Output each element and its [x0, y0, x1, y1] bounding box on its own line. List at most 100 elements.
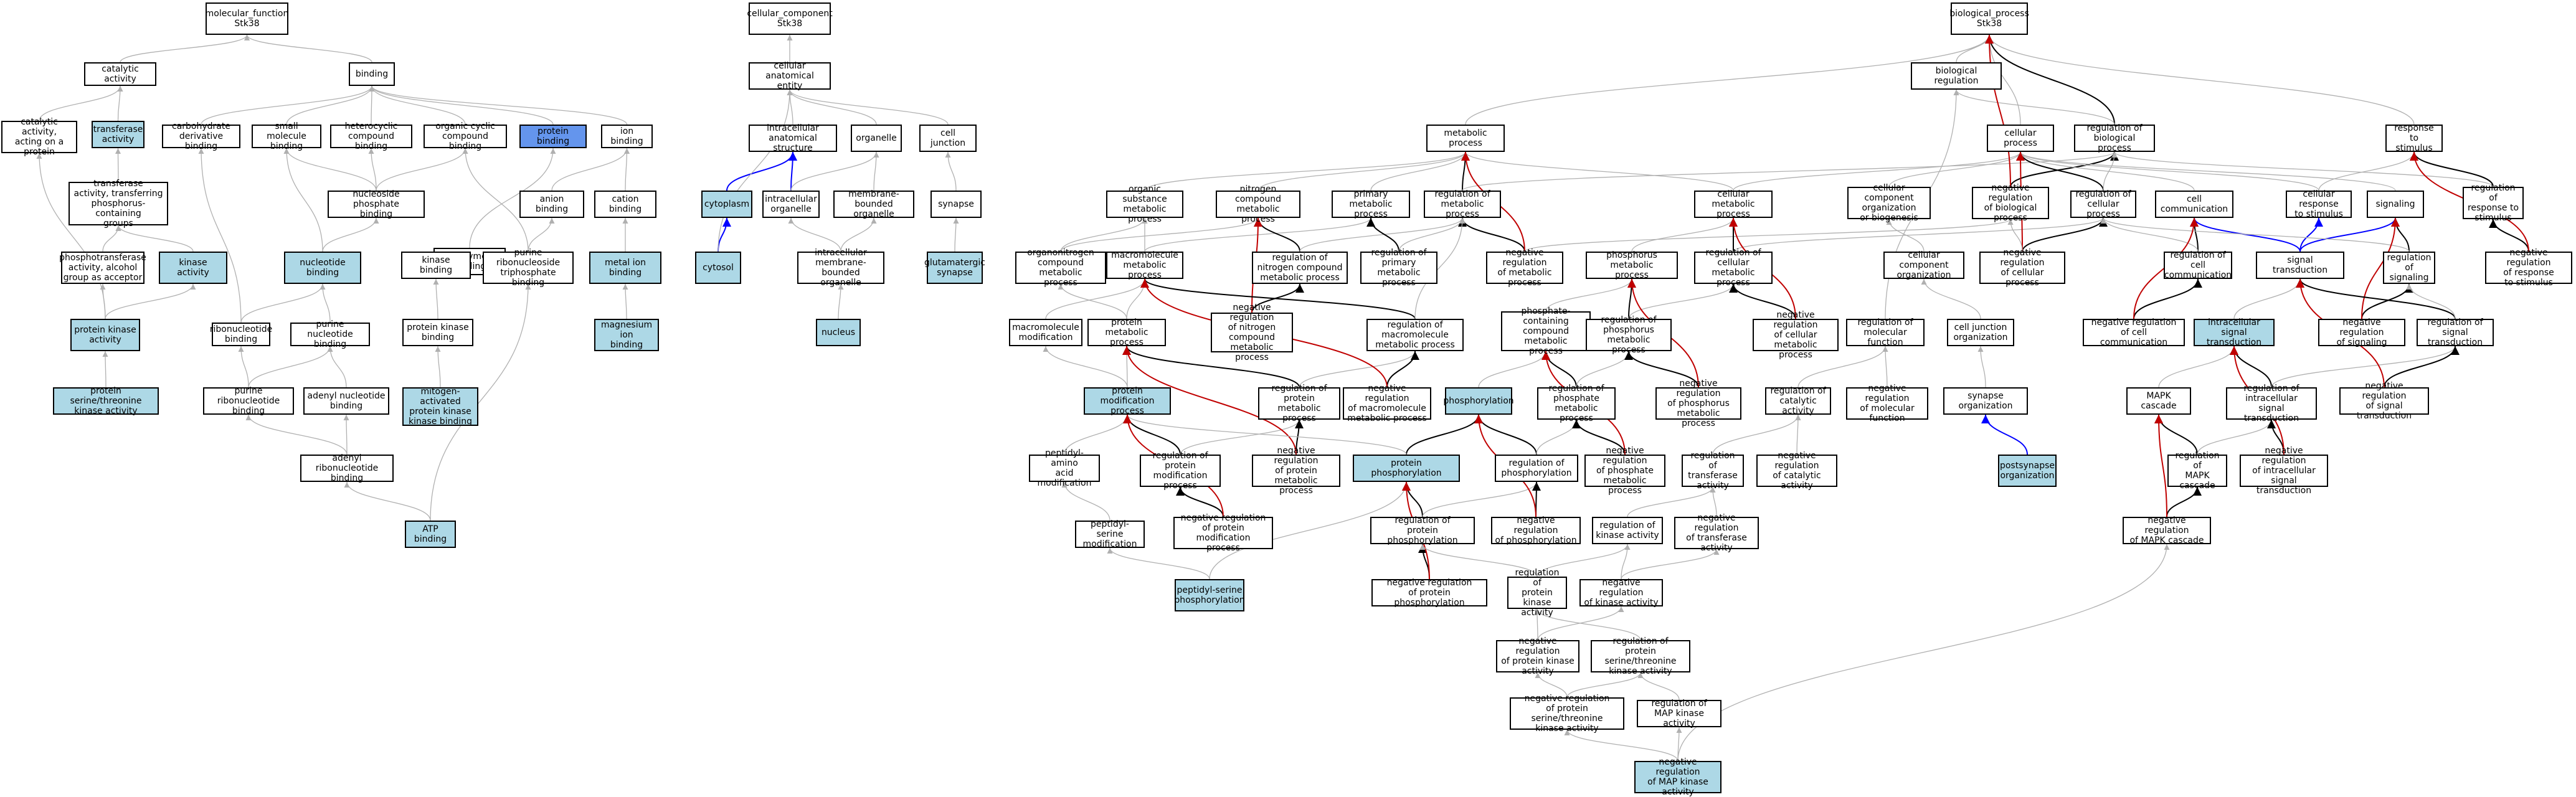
go-term-neg-reg-nitrogen[interactable]: negative regulation of nitrogen compound…: [1211, 303, 1293, 362]
go-term-carb-deriv[interactable]: carbohydrate derivative binding: [162, 121, 240, 151]
go-term-neg-reg-prot-phos[interactable]: negative regulation of protein phosphory…: [1371, 578, 1487, 608]
go-term-reg-pk[interactable]: regulation of protein kinase activity: [1507, 568, 1567, 618]
go-term-resp-stim[interactable]: response to stimulus: [2385, 123, 2443, 153]
go-term-peptidyl-serine[interactable]: peptidyl-serine modification: [1075, 519, 1145, 549]
go-term-imbo[interactable]: intracellular membrane-bounded organelle: [797, 248, 884, 288]
go-term-metal-ion[interactable]: metal ion binding: [589, 252, 661, 284]
go-term-glut[interactable]: glutamatergic synapse: [924, 252, 985, 284]
go-term-transf-phos[interactable]: transferase activity, transferring phosp…: [69, 179, 168, 229]
go-term-anion[interactable]: anion binding: [519, 191, 584, 218]
go-term-orgN[interactable]: organonitrogen compound metabolic proces…: [1015, 248, 1106, 288]
go-term-neg-reg-sig-trans[interactable]: negative regulation of signal transducti…: [2339, 381, 2429, 421]
go-term-reg-mapk[interactable]: regulation of MAPK cascade: [2167, 451, 2227, 491]
go-term-cell-junction-org[interactable]: cell junction organization: [1947, 319, 2014, 346]
go-term-neg-reg-phosphate[interactable]: negative regulation of phosphate metabol…: [1584, 446, 1665, 496]
go-term-reg-kinase[interactable]: regulation of kinase activity: [1592, 517, 1663, 544]
go-term-heterocyclic[interactable]: heterocyclic compound binding: [330, 121, 412, 151]
go-term-ser-thr[interactable]: protein serine/threonine kinase activity: [53, 386, 159, 416]
go-term-prot-phos[interactable]: protein phosphorylation: [1353, 455, 1460, 482]
go-term-prot-metab[interactable]: protein metabolic process: [1087, 318, 1166, 347]
go-term-atp[interactable]: ATP binding: [405, 521, 456, 548]
go-term-binding[interactable]: binding: [349, 62, 395, 86]
go-term-cc[interactable]: cellular_component Stk38: [747, 2, 833, 35]
go-term-cell-resp[interactable]: cellular response to stimulus: [2286, 189, 2352, 219]
go-term-ribonucleotide[interactable]: ribonucleotide binding: [210, 323, 272, 346]
go-term-transferase[interactable]: transferase activity: [92, 121, 144, 148]
go-term-macromol[interactable]: macromolecule metabolic process: [1106, 250, 1183, 280]
go-term-neg-reg-mapk[interactable]: negative regulation of MAPK cascade: [2123, 516, 2211, 545]
go-term-reg-cell-proc[interactable]: regulation of cellular process: [2070, 189, 2136, 219]
go-term-neg-reg-mol-func[interactable]: negative regulation of molecular functio…: [1846, 384, 1928, 423]
go-term-intra-org[interactable]: intracellular organelle: [762, 191, 820, 218]
go-term-reg-cell-metab[interactable]: regulation of cellular metabolic process: [1694, 248, 1773, 288]
go-term-reg-map-kinase[interactable]: regulation of MAP kinase activity: [1637, 699, 1721, 729]
go-term-phosphate-metab[interactable]: phosphate-containing compound metabolic …: [1501, 306, 1591, 356]
go-term-mapk-cascade[interactable]: MAPK cascade: [2126, 387, 2191, 415]
go-term-synapse[interactable]: synapse: [930, 191, 982, 218]
go-term-synapse-org[interactable]: synapse organization: [1943, 387, 2028, 415]
go-term-organelle[interactable]: organelle: [851, 125, 902, 152]
go-term-nitrogen[interactable]: nitrogen compound metabolic process: [1216, 184, 1300, 224]
go-term-intracell-sig[interactable]: intracellular signal transduction: [2194, 318, 2275, 347]
go-term-neg-reg-intra-sig[interactable]: negative regulation of intracellular sig…: [2240, 446, 2328, 496]
go-term-reg-phosphorylation[interactable]: regulation of phosphorylation: [1495, 455, 1578, 482]
go-term-macromol-mod[interactable]: macromolecule modification: [1009, 319, 1082, 346]
go-term-sig-trans[interactable]: signal transduction: [2256, 252, 2344, 279]
go-term-neg-reg-map-kinase[interactable]: negative regulation of MAP kinase activi…: [1634, 757, 1721, 797]
go-term-cell-junction[interactable]: cell junction: [919, 125, 977, 152]
go-term-phosphorylation[interactable]: phosphorylation: [1443, 387, 1514, 415]
go-term-neg-reg-catalytic[interactable]: negative regulation of catalytic activit…: [1756, 451, 1837, 491]
go-term-reg-ser-thr[interactable]: regulation of protein serine/threonine k…: [1591, 636, 1690, 676]
go-term-neg-reg-phos[interactable]: negative regulation of phosphorus metabo…: [1655, 379, 1741, 428]
go-term-cell-comm[interactable]: cell communication: [2155, 191, 2233, 218]
go-term-reg-cell-comm[interactable]: regulation of cell communication: [2164, 250, 2232, 280]
go-term-cation[interactable]: cation binding: [594, 191, 656, 218]
go-term-bp[interactable]: biological_process Stk38: [1949, 2, 2029, 35]
go-term-primary[interactable]: primary metabolic process: [1332, 189, 1410, 219]
go-term-cytosol[interactable]: cytosol: [695, 252, 741, 284]
go-term-mapk-binding[interactable]: mitogen-activated protein kinase kinase …: [402, 387, 478, 427]
go-term-reg-prot-metab[interactable]: regulation of protein metabolic process: [1258, 384, 1340, 423]
go-term-cat-protein[interactable]: catalytic activity, acting on a protein: [1, 117, 77, 157]
go-term-cc-organization[interactable]: cellular component organization: [1883, 250, 1964, 280]
go-term-mf[interactable]: molecular_function Stk38: [206, 2, 288, 35]
go-term-neg-reg-phosphorylation[interactable]: negative regulation of phosphorylation: [1491, 516, 1581, 545]
go-term-cae[interactable]: cellular anatomical entity: [749, 61, 831, 91]
go-term-reg-sig-trans[interactable]: regulation of signal transduction: [2417, 318, 2494, 347]
go-term-peptidyl-serine-phos[interactable]: peptidyl-serine phosphorylation: [1174, 579, 1245, 611]
go-term-protein-kinase[interactable]: protein kinase activity: [70, 319, 140, 351]
go-term-neg-reg-cell-comm[interactable]: negative regulation of cell communicatio…: [2083, 318, 2185, 347]
go-term-bio-reg[interactable]: biological regulation: [1911, 62, 2002, 90]
go-term-nucleus[interactable]: nucleus: [816, 319, 861, 346]
go-term-reg-resp[interactable]: regulation of response to stimulus: [2463, 183, 2524, 223]
go-term-adenyl-rnt[interactable]: adenyl ribonucleotide binding: [300, 453, 394, 483]
go-term-neg-reg-kinase[interactable]: negative regulation of kinase activity: [1579, 578, 1663, 608]
go-term-neg-reg-transferase[interactable]: negative regulation of transferase activ…: [1674, 513, 1759, 553]
go-term-neg-reg-prot-mod[interactable]: negative regulation of protein modificat…: [1173, 513, 1273, 553]
go-term-phos-metab[interactable]: phosphorus metabolic process: [1586, 250, 1678, 280]
go-term-prot-mod[interactable]: protein modification process: [1084, 386, 1171, 416]
go-term-reg-prot-phos[interactable]: regulation of protein phosphorylation: [1370, 516, 1475, 545]
go-term-neg-reg-ser-thr[interactable]: negative regulation of protein serine/th…: [1510, 694, 1624, 733]
go-term-postsynapse[interactable]: postsynapse organization: [1998, 455, 2057, 487]
go-term-cell-metab[interactable]: cellular metabolic process: [1694, 189, 1773, 219]
go-term-signaling[interactable]: signaling: [2367, 191, 2424, 218]
go-term-neg-reg-metab[interactable]: negative regulation of metabolic process: [1486, 248, 1563, 288]
go-term-neg-reg-prot-metab[interactable]: negative regulation of protein metabolic…: [1252, 446, 1340, 496]
go-term-org-sub[interactable]: organic substance metabolic process: [1106, 184, 1183, 224]
go-term-neg-reg-cell-metab[interactable]: negative regulation of cellular metaboli…: [1753, 310, 1839, 360]
go-term-reg-macromol[interactable]: regulation of macromolecule metabolic pr…: [1366, 319, 1464, 351]
go-term-cc-org[interactable]: cellular component organization or bioge…: [1847, 183, 1931, 223]
go-term-neg-reg-bio[interactable]: negative regulation of biological proces…: [1972, 183, 2049, 223]
go-term-ion-binding[interactable]: ion binding: [601, 125, 653, 148]
go-term-nucleoside-phos[interactable]: nucleoside phosphate binding: [328, 189, 425, 219]
go-term-reg-transferase[interactable]: regulation of transferase activity: [1682, 451, 1744, 491]
go-term-cellular-proc[interactable]: cellular process: [1987, 125, 2054, 152]
go-term-kinase-binding[interactable]: kinase binding: [401, 252, 471, 279]
go-term-reg-primary[interactable]: regulation of primary metabolic process: [1360, 248, 1437, 288]
go-term-neg-reg-cell-proc[interactable]: negative regulation of cellular process: [1979, 248, 2065, 288]
go-term-catalytic[interactable]: catalytic activity: [84, 62, 156, 86]
go-term-magnesium[interactable]: magnesium ion binding: [594, 319, 659, 351]
go-term-cytoplasm[interactable]: cytoplasm: [701, 191, 752, 218]
go-term-neg-reg-signaling[interactable]: negative regulation of signaling: [2318, 318, 2405, 347]
